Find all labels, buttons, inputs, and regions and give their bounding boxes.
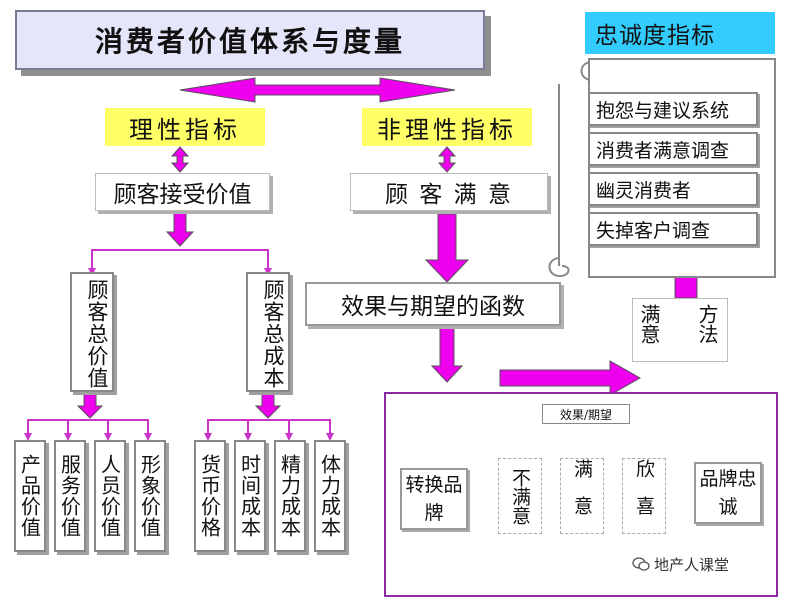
customer-satisfaction: 顾 客 满 意 [350, 173, 548, 211]
updown-arrow-right [437, 146, 457, 173]
methods-left-label: 满意 [637, 304, 661, 344]
leaf-physical-cost: 体力成本 [314, 440, 346, 552]
down-arrow-satisfaction [424, 213, 470, 283]
methods-right-label: 方法 [695, 304, 719, 344]
watermark-text: 地产人课堂 [654, 555, 730, 574]
customer-accepted-value: 顾客接受价值 [95, 173, 270, 211]
effect-expectation-label: 效果/期望 [542, 404, 630, 424]
irrational-indicator: 非理性指标 [362, 108, 532, 146]
leaf-service-value: 服务价值 [54, 440, 86, 552]
wechat-icon [632, 557, 650, 571]
level-dissatisfied: 不满意 [498, 458, 542, 534]
total-value-box: 顾客总价值 [70, 272, 114, 392]
page-title: 消费者价值体系与度量 [15, 10, 485, 70]
right-arrow-methods [499, 360, 642, 396]
down-arrow-function [430, 325, 464, 383]
watermark: 地产人课堂 [632, 552, 782, 576]
leaf-product-value: 产品价值 [14, 440, 46, 552]
total-cost-box: 顾客总成本 [246, 272, 290, 392]
branch-top [91, 249, 269, 272]
loyalty-item-survey: 消费者满意调查 [588, 132, 758, 166]
level-delighted: 欣喜 [622, 458, 666, 534]
top-double-arrow [179, 77, 456, 103]
rational-indicator: 理性指标 [105, 108, 265, 146]
down-arrow-accepted [165, 211, 195, 247]
switch-brand-box: 转换品牌 [400, 468, 468, 530]
leaf-energy-cost: 精力成本 [274, 440, 306, 552]
leaf-monetary-price: 货币价格 [194, 440, 226, 552]
function-box: 效果与期望的函数 [305, 282, 561, 326]
methods-box [632, 298, 728, 362]
scroll-bottom-curl [548, 257, 570, 278]
updown-arrow-left [170, 146, 190, 173]
down-arrow-value [76, 391, 104, 419]
level-satisfied: 满意 [560, 458, 604, 534]
brand-loyalty-box: 品牌忠诚 [694, 462, 762, 524]
leaf-personnel-value: 人员价值 [94, 440, 126, 552]
loyalty-item-complaint: 抱怨与建议系统 [588, 92, 758, 126]
leaf-image-value: 形象价值 [134, 440, 166, 552]
scroll-left-edge [558, 84, 592, 266]
down-arrow-cost [254, 391, 282, 419]
loyalty-title: 忠诚度指标 [585, 12, 775, 54]
loyalty-item-lost: 失掉客户调查 [588, 212, 758, 246]
leaf-time-cost: 时间成本 [234, 440, 266, 552]
loyalty-item-ghost: 幽灵消费者 [588, 172, 758, 206]
